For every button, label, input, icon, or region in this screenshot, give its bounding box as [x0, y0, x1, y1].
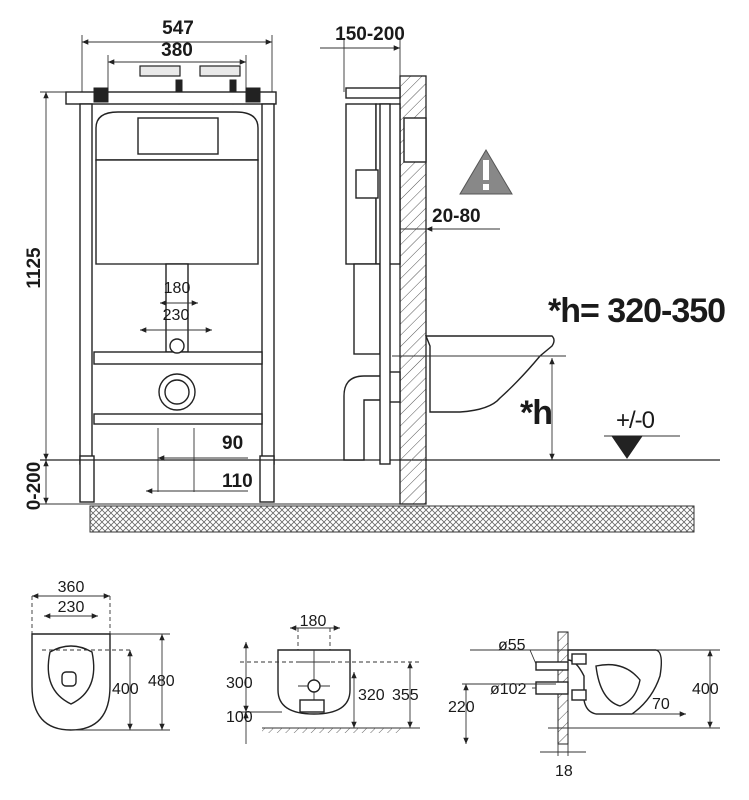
dimension-360: 360: [58, 579, 85, 596]
cistern-body: [95, 159, 259, 265]
height-formula: *h= 320-350: [548, 292, 725, 330]
dimension-180: 180: [164, 280, 191, 297]
floor-slab: [89, 505, 695, 533]
dimension-547: 547: [162, 18, 194, 39]
dimension-diameter-55: ø55: [498, 637, 526, 654]
side-view: 150-200 20-80 *h= 320-350 *h +/-0: [320, 24, 726, 505]
dimension-220: 220: [448, 699, 475, 716]
dimension-400-top: 400: [112, 681, 139, 698]
level-mark: +/-0: [616, 407, 655, 434]
flush-plate-opening: [137, 117, 219, 155]
frame-upright-right: [261, 103, 275, 465]
dimension-diameter-102: ø102: [490, 681, 527, 698]
flush-pipe-side: [353, 263, 381, 355]
bracket-left: [139, 65, 181, 77]
dimension-230-top: 230: [58, 599, 85, 616]
bowl-top-view: 360 230 400 480: [31, 579, 175, 731]
frame-foot-left: [79, 455, 95, 503]
toilet-bowl-side: [424, 335, 555, 413]
bracket-right: [199, 65, 241, 77]
dimension-355: 355: [392, 687, 419, 704]
dimension-18: 18: [555, 763, 573, 780]
dimension-1125: 1125: [24, 247, 45, 289]
dimension-70: 70: [652, 696, 670, 713]
mounting-crossbar: [93, 351, 263, 365]
dimension-20-80: 20-80: [432, 206, 481, 227]
bowl-front-view: 180 300 100 320 355: [226, 613, 420, 744]
dimension-100: 100: [226, 709, 253, 726]
frame-top-rail: [65, 91, 277, 105]
dimension-0-200: 0-200: [24, 462, 45, 511]
dimension-110: 110: [222, 471, 253, 492]
dimension-380: 380: [161, 40, 193, 61]
dimension-150-200: 150-200: [335, 24, 405, 45]
level-triangle-icon: [611, 435, 643, 459]
flush-plate-side: [403, 117, 427, 163]
bowl-trap: [595, 663, 641, 707]
dimension-180-front: 180: [300, 613, 327, 630]
dimension-400-side: 400: [692, 681, 719, 698]
dimension-300: 300: [226, 675, 253, 692]
dimension-230: 230: [163, 307, 190, 324]
drain-elbow: [343, 375, 385, 461]
frame-foot-right: [259, 455, 275, 503]
bowl-side-view: ø55 ø102 220 70 400 18: [448, 631, 720, 780]
dimension-90: 90: [222, 433, 243, 454]
front-view: 547 380 180 230: [24, 18, 277, 511]
dimension-480: 480: [148, 673, 175, 690]
dimension-320: 320: [358, 687, 385, 704]
frame-upright-left: [79, 103, 93, 465]
height-symbol: *h: [520, 394, 552, 432]
frame-lower-rail: [93, 413, 263, 425]
